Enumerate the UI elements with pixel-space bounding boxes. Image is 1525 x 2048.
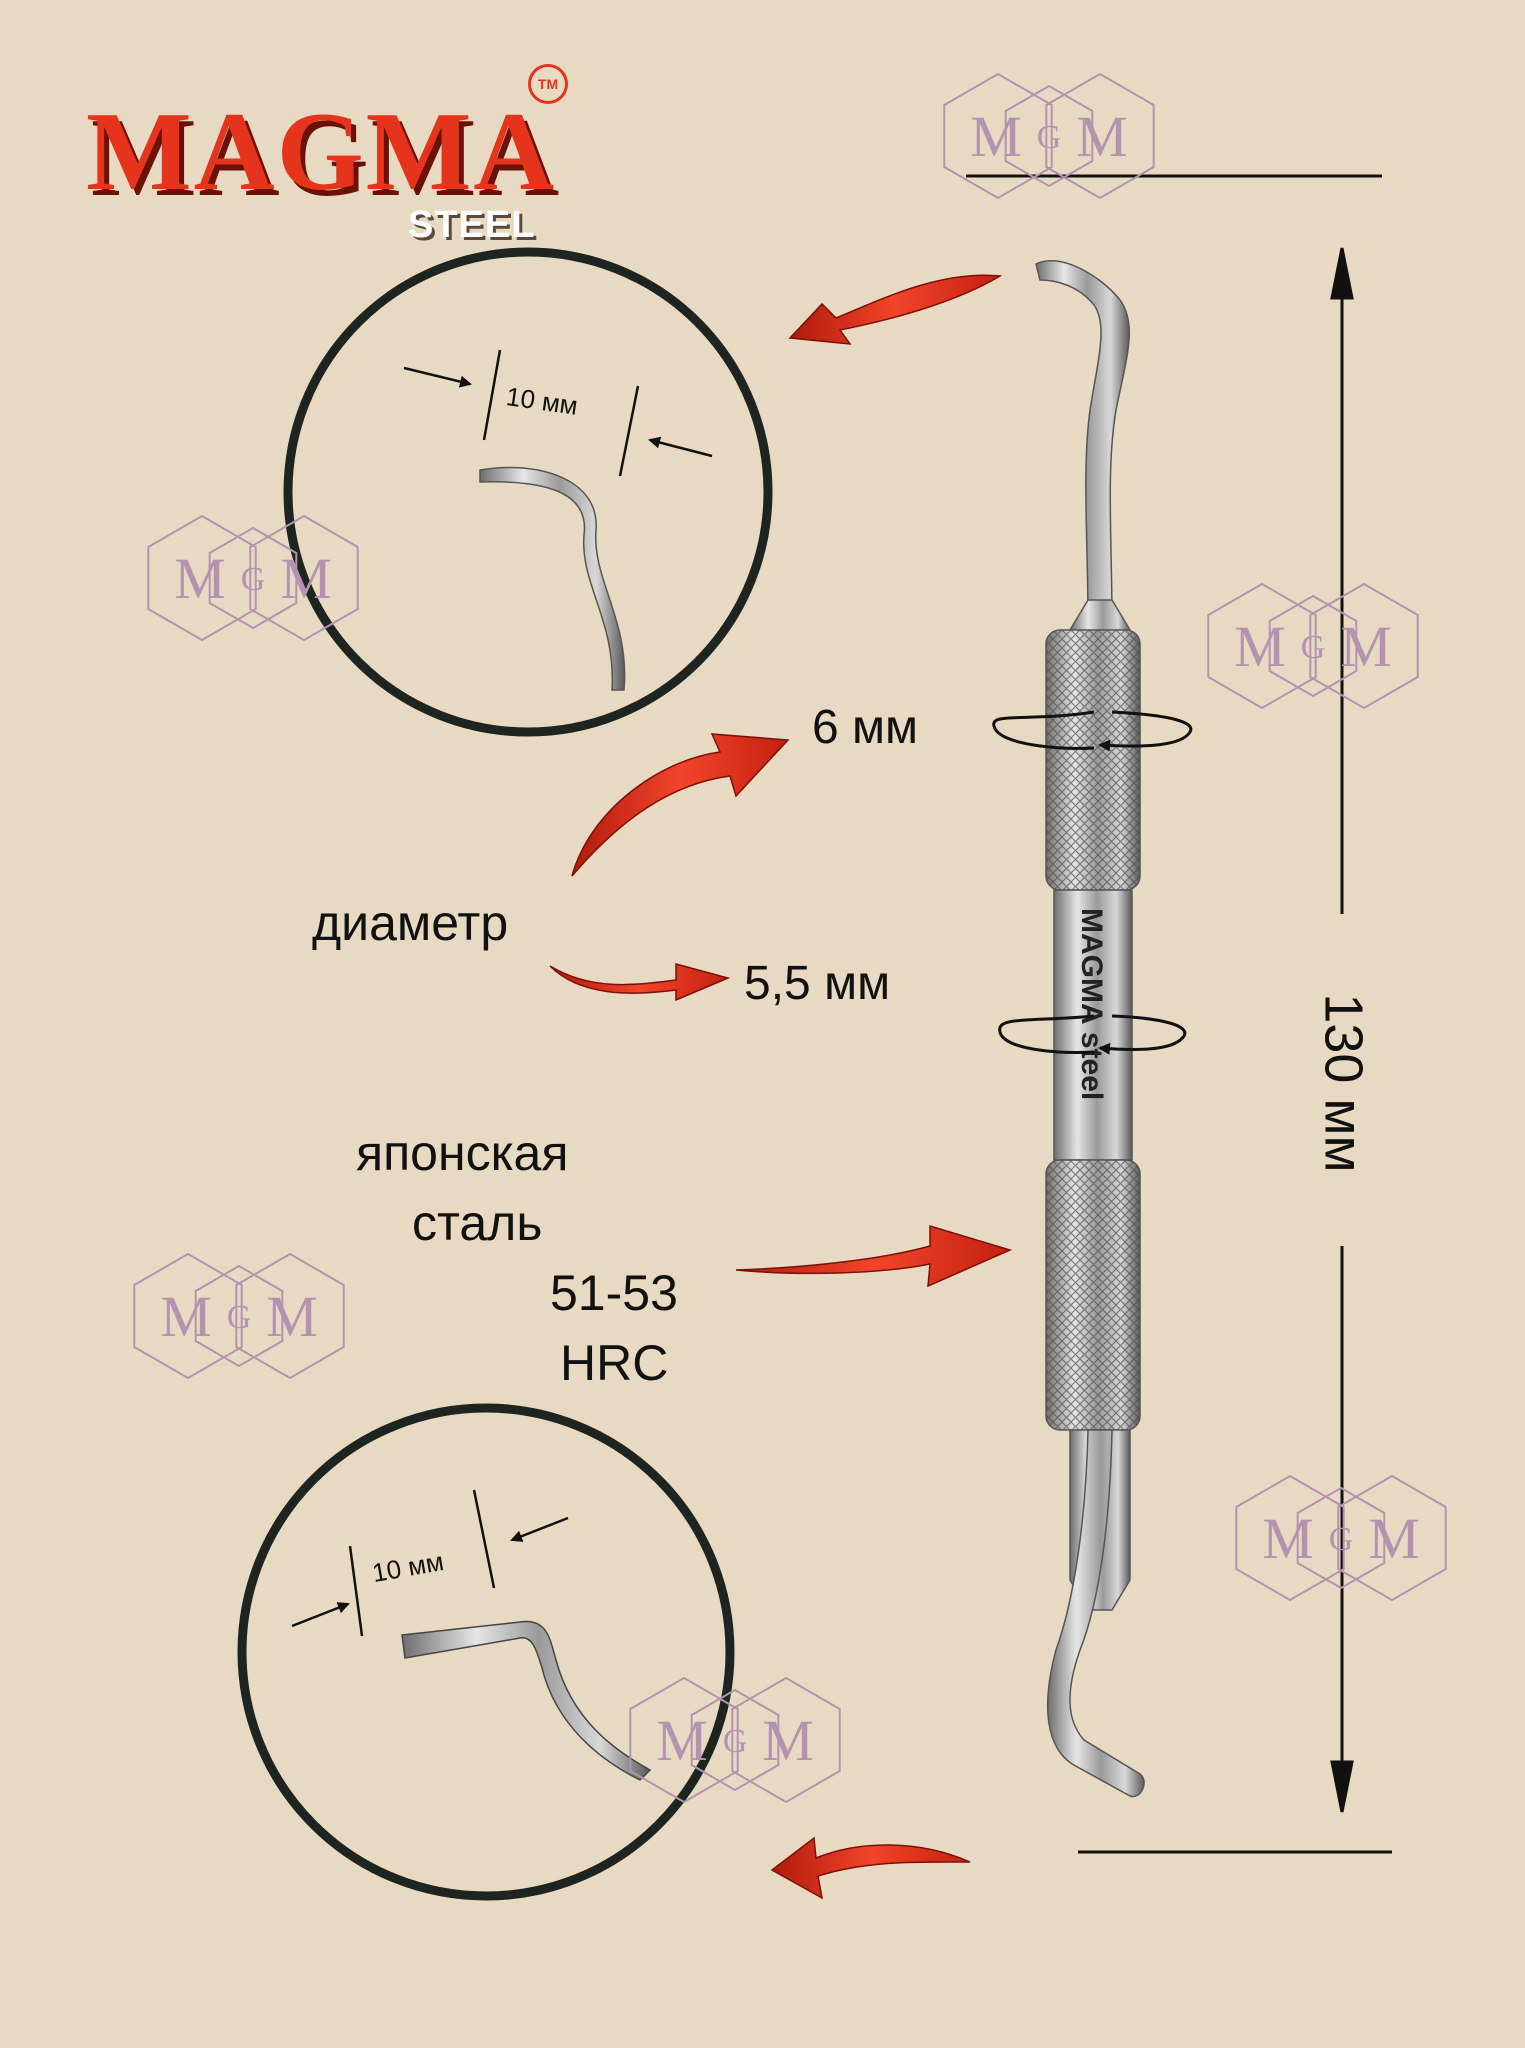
tip-closeup-bottom [401,1620,652,1781]
watermark-letter: M [1076,104,1128,169]
watermark-hexagon [133,1252,243,1380]
watermark-hexagon [1207,582,1317,710]
watermark-letter: M [280,546,332,611]
watermark-hexagon [235,1252,345,1380]
dimension-marks-top [403,349,713,477]
watermark-letter: G [227,1299,252,1336]
watermark-letter: M [174,546,226,611]
brand-sub: STEEL [408,204,536,246]
watermark-letter: G [723,1723,748,1760]
red-arrow-top [788,274,1003,345]
callout-circle-bottom [237,1403,735,1901]
watermark-hexagon [249,514,359,642]
watermark-letter: M [970,104,1022,169]
red-arrow-material [735,1224,1013,1288]
watermark-hexagon [1045,72,1155,200]
watermark-letter: M [1234,614,1286,679]
watermark-hexagon [194,1264,284,1368]
diameter-middle-value: 5,5 мм [744,957,891,1010]
engraving-text: MAGMA steel [1075,908,1108,1100]
watermark-hexagon [1337,1474,1447,1602]
watermark-letter: G [241,561,266,598]
material-line-3: 51-53 [550,1265,678,1321]
watermark-hexagon [731,1676,841,1804]
diameter-handle-value: 6 мм [812,701,919,754]
brand-logo: MAGMA [86,90,557,214]
length-value: 130 мм [1313,993,1374,1173]
dental-instrument: MAGMA steel [1035,259,1145,1798]
watermark-letter: M [1262,1506,1314,1571]
trademark-symbol: TM [528,64,568,104]
watermark-hexagon [1309,582,1419,710]
watermark-letter: M [1368,1506,1420,1571]
red-arrow-handle [571,733,790,877]
red-arrow-bottom [770,1836,971,1900]
dimension-marks-bottom [291,1489,569,1637]
tip-closeup-top [479,466,626,691]
watermark-letter: M [1340,614,1392,679]
watermark-hexagon [208,526,298,630]
watermark-letter: G [1329,1521,1354,1558]
watermark-hexagon [690,1688,780,1792]
rotation-indicator-middle [998,1014,1187,1055]
watermark-hexagon [1004,84,1094,188]
watermark-letter: G [1301,629,1326,666]
watermark-letter: M [656,1708,708,1773]
callout-circle-top [283,247,773,737]
rotation-indicator-handle [992,710,1193,752]
watermark-letter: M [266,1284,318,1349]
watermark-hexagon [943,72,1053,200]
watermark-letter: M [160,1284,212,1349]
watermark-letter: M [762,1708,814,1773]
watermark-hexagon [147,514,257,642]
watermark-hexagon [1296,1486,1386,1590]
material-line-2: сталь [412,1195,543,1251]
material-line-4: HRC [560,1335,669,1391]
red-arrow-middle [549,963,731,1002]
watermark-hexagon [629,1676,739,1804]
watermark-hexagon [1268,594,1358,698]
diameter-label: диаметр [312,895,509,951]
watermark-letter: G [1037,119,1062,156]
watermark-hexagon [1235,1474,1345,1602]
material-line-1: японская [356,1125,569,1181]
